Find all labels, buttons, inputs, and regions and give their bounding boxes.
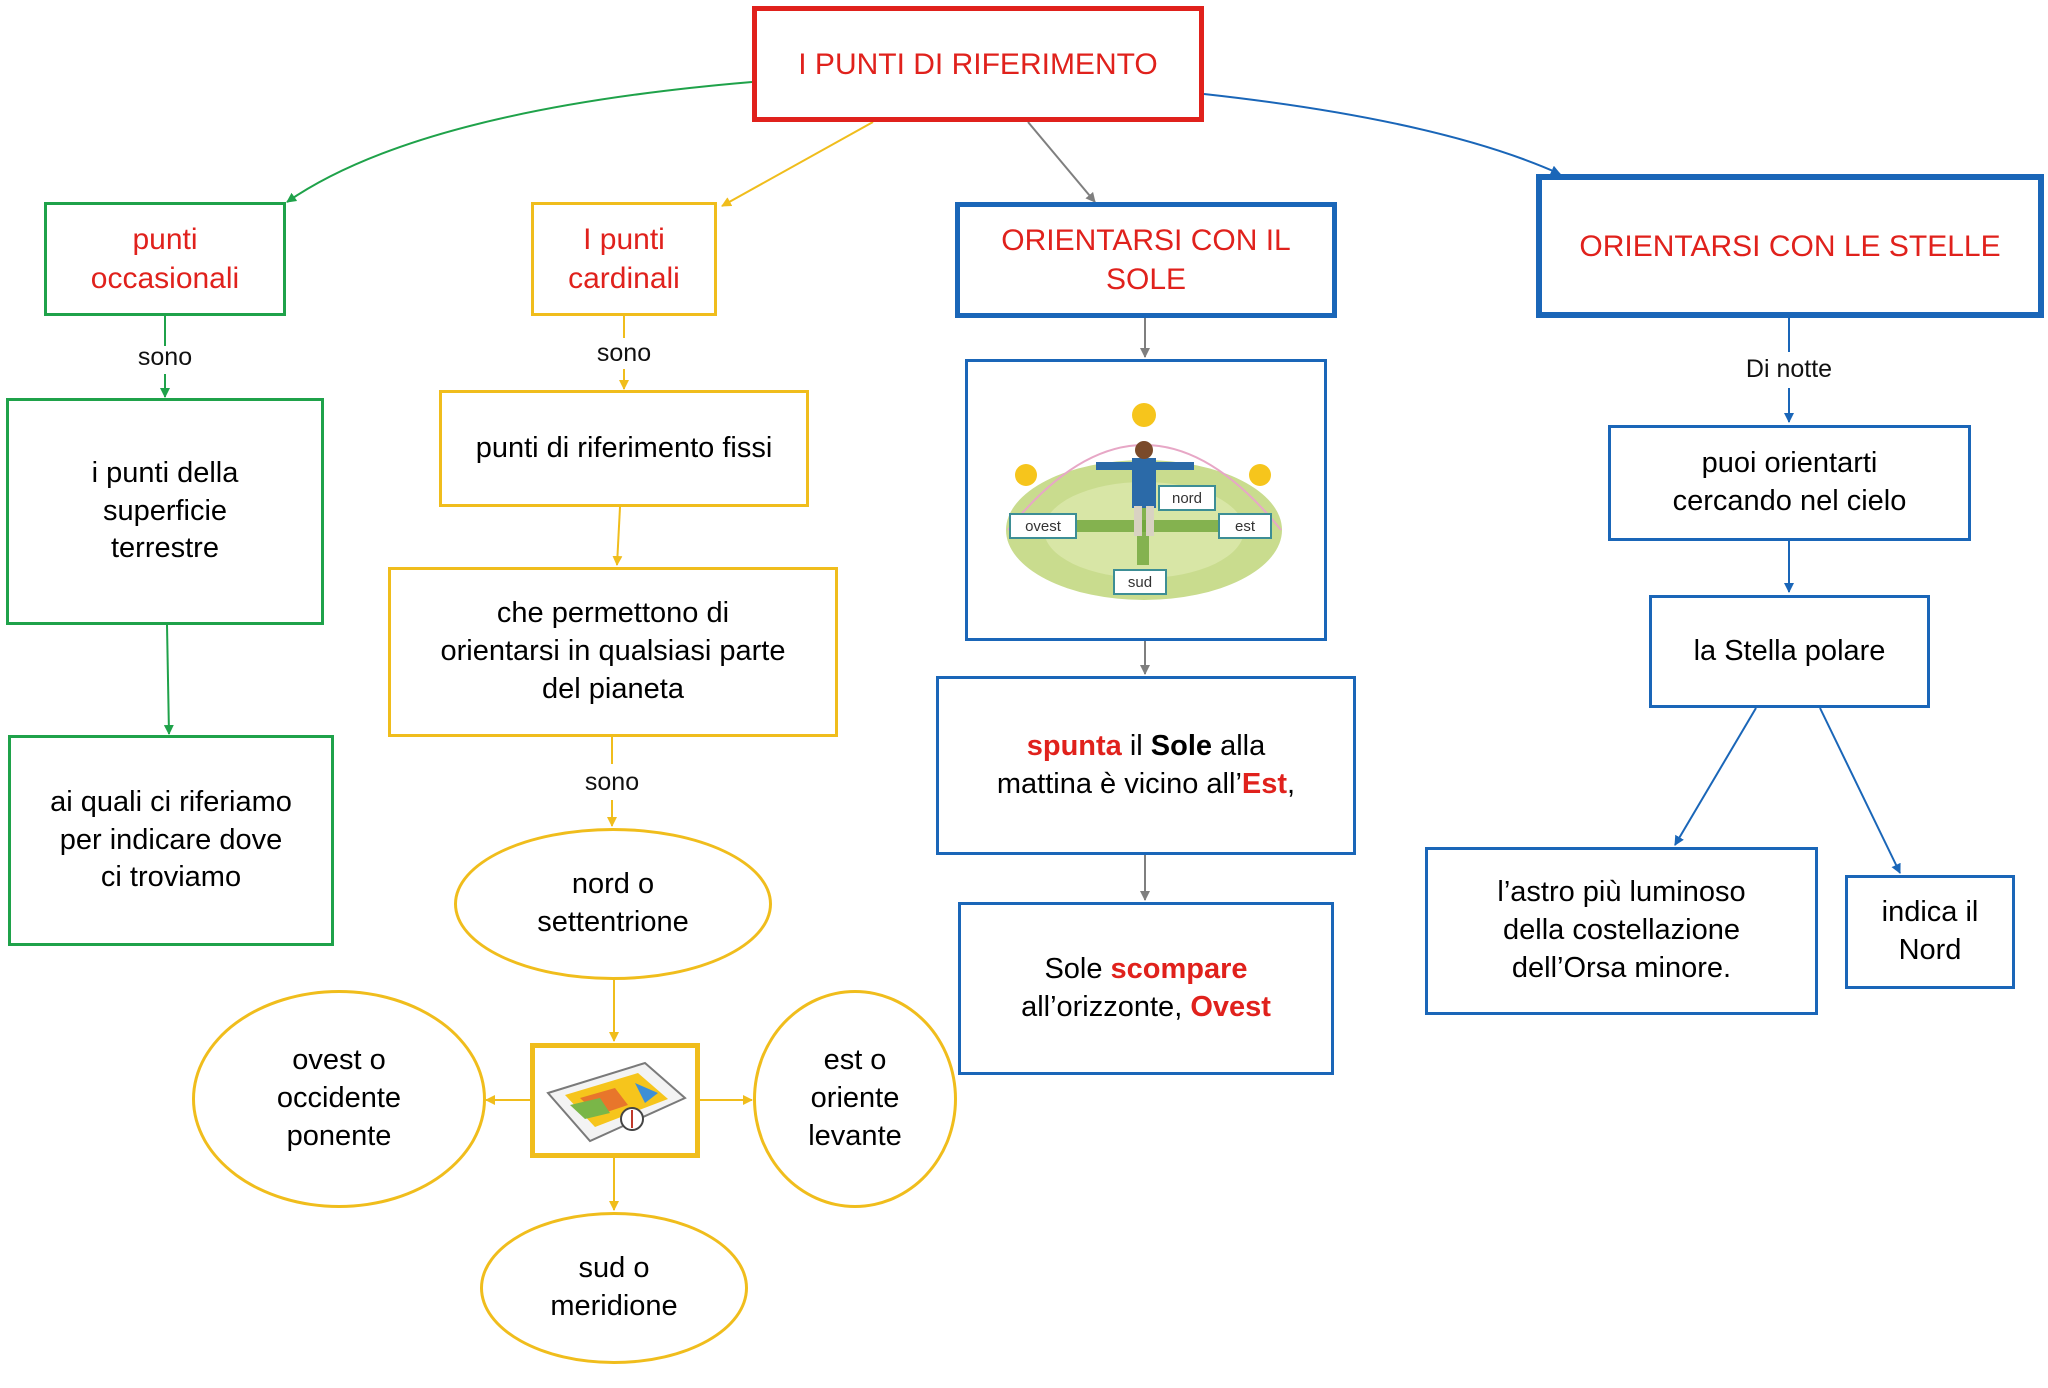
sunset-scompare: scompare	[1110, 952, 1248, 985]
link-label-sono-cardinali: sono	[596, 339, 652, 367]
map-compass-icon	[546, 1061, 687, 1143]
punti-occasionali-line1: punti	[132, 223, 198, 256]
sunrise-alla: alla	[1212, 729, 1266, 762]
sun-left-icon	[1015, 464, 1037, 486]
astro-luminoso-box: l’astro più luminoso della costellazione…	[1425, 847, 1818, 1015]
astro-line2: della costellazione	[1503, 914, 1740, 947]
illustration-label-ovest: ovest	[1009, 513, 1077, 539]
superficie-terrestre-box: i punti della superficie terrestre	[6, 398, 324, 625]
ovest-ellipse: ovest o occidente ponente	[192, 990, 486, 1208]
punti-cardinali-line2: cardinali	[568, 262, 680, 295]
nord-line2: settentrione	[537, 906, 689, 938]
edge-title-stelle	[1203, 93, 1561, 175]
link-label-sono-occasionali: sono	[137, 343, 193, 371]
stella-polare-text: la Stella polare	[1693, 634, 1886, 667]
sun-path-illustration: nord ovest est sud	[1006, 403, 1282, 600]
orientarsi-stelle-box: ORIENTARSI CON LE STELLE	[1536, 174, 2044, 318]
sun-top-icon	[1132, 403, 1156, 427]
svg-text:est: est	[1235, 518, 1256, 535]
edge-stelle-4	[1819, 707, 1901, 874]
illustration-label-sud: sud	[1113, 569, 1167, 595]
punti-cardinali-line1: I punti	[583, 223, 665, 256]
sunrise-box: spunta il Sole alla mattina è vicino all…	[936, 676, 1356, 855]
person-icon	[1132, 458, 1156, 508]
ci-troviamo-line1: ai quali ci riferiamo	[50, 785, 292, 818]
sunrise-mattina: mattina è vicino all’	[996, 767, 1242, 800]
orientarsi-sole-line2: SOLE	[1105, 263, 1187, 296]
ci-troviamo-line2: per indicare dove	[59, 823, 283, 856]
sunrise-comma: ,	[1287, 767, 1296, 800]
orientarsi-pianeta-box: che permettono di orientarsi in qualsias…	[388, 567, 838, 737]
sunrise-spunta: spunta	[1026, 729, 1122, 762]
sud-ellipse: sud o meridione	[480, 1212, 748, 1364]
root-title-box: I PUNTI DI RIFERIMENTO	[752, 6, 1204, 122]
orientarsi-sole-box: ORIENTARSI CON IL SOLE	[955, 202, 1337, 318]
indica-nord-line2: Nord	[1898, 934, 1962, 966]
svg-text:nord: nord	[1172, 490, 1202, 507]
map-compass-box	[530, 1043, 700, 1158]
sunrise-line1: spunta il Sole alla	[1027, 728, 1266, 766]
ci-troviamo-line3: ci troviamo	[100, 861, 242, 894]
orientarsi-pianeta-line1: che permettono di	[496, 597, 730, 630]
svg-text:sud: sud	[1128, 574, 1152, 591]
ovest-line2: occidente	[276, 1082, 402, 1115]
orientarsi-sole-line1: ORIENTARSI CON IL	[1001, 224, 1291, 257]
sunrise-line2: mattina è vicino all’Est,	[997, 766, 1295, 804]
indica-nord-line1: indica il	[1881, 896, 1979, 929]
edge-car-2	[612, 506, 623, 566]
edge-occ-2	[163, 624, 174, 735]
edge-title-sole	[1027, 121, 1096, 203]
link-label-di-notte: Di notte	[1745, 355, 1833, 383]
ci-troviamo-box: ai quali ci riferiamo per indicare dove …	[8, 735, 334, 946]
superficie-line3: terrestre	[111, 532, 219, 565]
punti-fissi-box: punti di riferimento fissi	[439, 390, 809, 507]
svg-text:ovest: ovest	[1025, 518, 1062, 535]
link-label-sono-punti: sono	[584, 768, 640, 796]
est-ellipse: est o oriente levante	[753, 990, 957, 1208]
est-line3: levante	[808, 1119, 902, 1152]
ovest-line1: ovest o	[292, 1044, 386, 1077]
sunset-box: Sole scompare all’orizzonte, Ovest	[958, 902, 1334, 1075]
sunset-ovest: Ovest	[1190, 990, 1271, 1023]
sunrise-il: il	[1121, 729, 1151, 762]
punti-occasionali-line2: occasionali	[90, 262, 240, 295]
root-title: I PUNTI DI RIFERIMENTO	[798, 47, 1158, 81]
orientarsi-stelle-title: ORIENTARSI CON LE STELLE	[1579, 229, 2001, 263]
orientarti-line1: puoi orientarti	[1701, 447, 1878, 480]
orientarti-line2: cercando nel cielo	[1672, 485, 1907, 517]
edge-title-cardinali	[721, 121, 874, 207]
orientarsi-pianeta-line2: orientarsi in qualsiasi parte	[440, 635, 786, 668]
edge-stelle-3	[1674, 707, 1757, 846]
nord-line1: nord o	[571, 868, 655, 901]
edge-title-occasionali	[286, 81, 753, 203]
stella-polare-box: la Stella polare	[1649, 595, 1930, 708]
punti-fissi-text: punti di riferimento fissi	[475, 431, 773, 464]
sun-illustration-box: nord ovest est sud	[965, 359, 1327, 641]
nord-ellipse: nord o settentrione	[454, 828, 772, 980]
illustration-label-est: est	[1218, 513, 1272, 539]
est-line1: est o	[823, 1044, 887, 1077]
sud-line2: meridione	[550, 1290, 678, 1322]
astro-line3: dell’Orsa minore.	[1511, 951, 1732, 984]
punti-occasionali-box: punti occasionali	[44, 202, 286, 316]
sunset-orizzonte: all’orizzonte,	[1021, 990, 1191, 1023]
astro-line1: l’astro più luminoso	[1497, 876, 1746, 909]
sunset-line2: all’orizzonte, Ovest	[1021, 989, 1271, 1027]
sun-right-icon	[1249, 464, 1271, 486]
sunset-line1: Sole scompare	[1044, 951, 1247, 989]
superficie-line1: i punti della	[91, 456, 239, 489]
ovest-line3: ponente	[286, 1119, 392, 1152]
est-line2: oriente	[810, 1082, 900, 1115]
superficie-line2: superficie	[102, 494, 228, 527]
sunset-sole: Sole	[1044, 952, 1111, 985]
sud-line1: sud o	[578, 1252, 650, 1285]
orientarti-cielo-box: puoi orientarti cercando nel cielo	[1608, 425, 1971, 541]
illustration-label-nord: nord	[1158, 485, 1216, 511]
sunrise-est: Est	[1241, 767, 1288, 800]
punti-cardinali-box: I punti cardinali	[531, 202, 717, 316]
sunrise-sole: Sole	[1150, 729, 1213, 762]
indica-nord-box: indica il Nord	[1845, 875, 2015, 989]
orientarsi-pianeta-line3: del pianeta	[542, 672, 684, 705]
